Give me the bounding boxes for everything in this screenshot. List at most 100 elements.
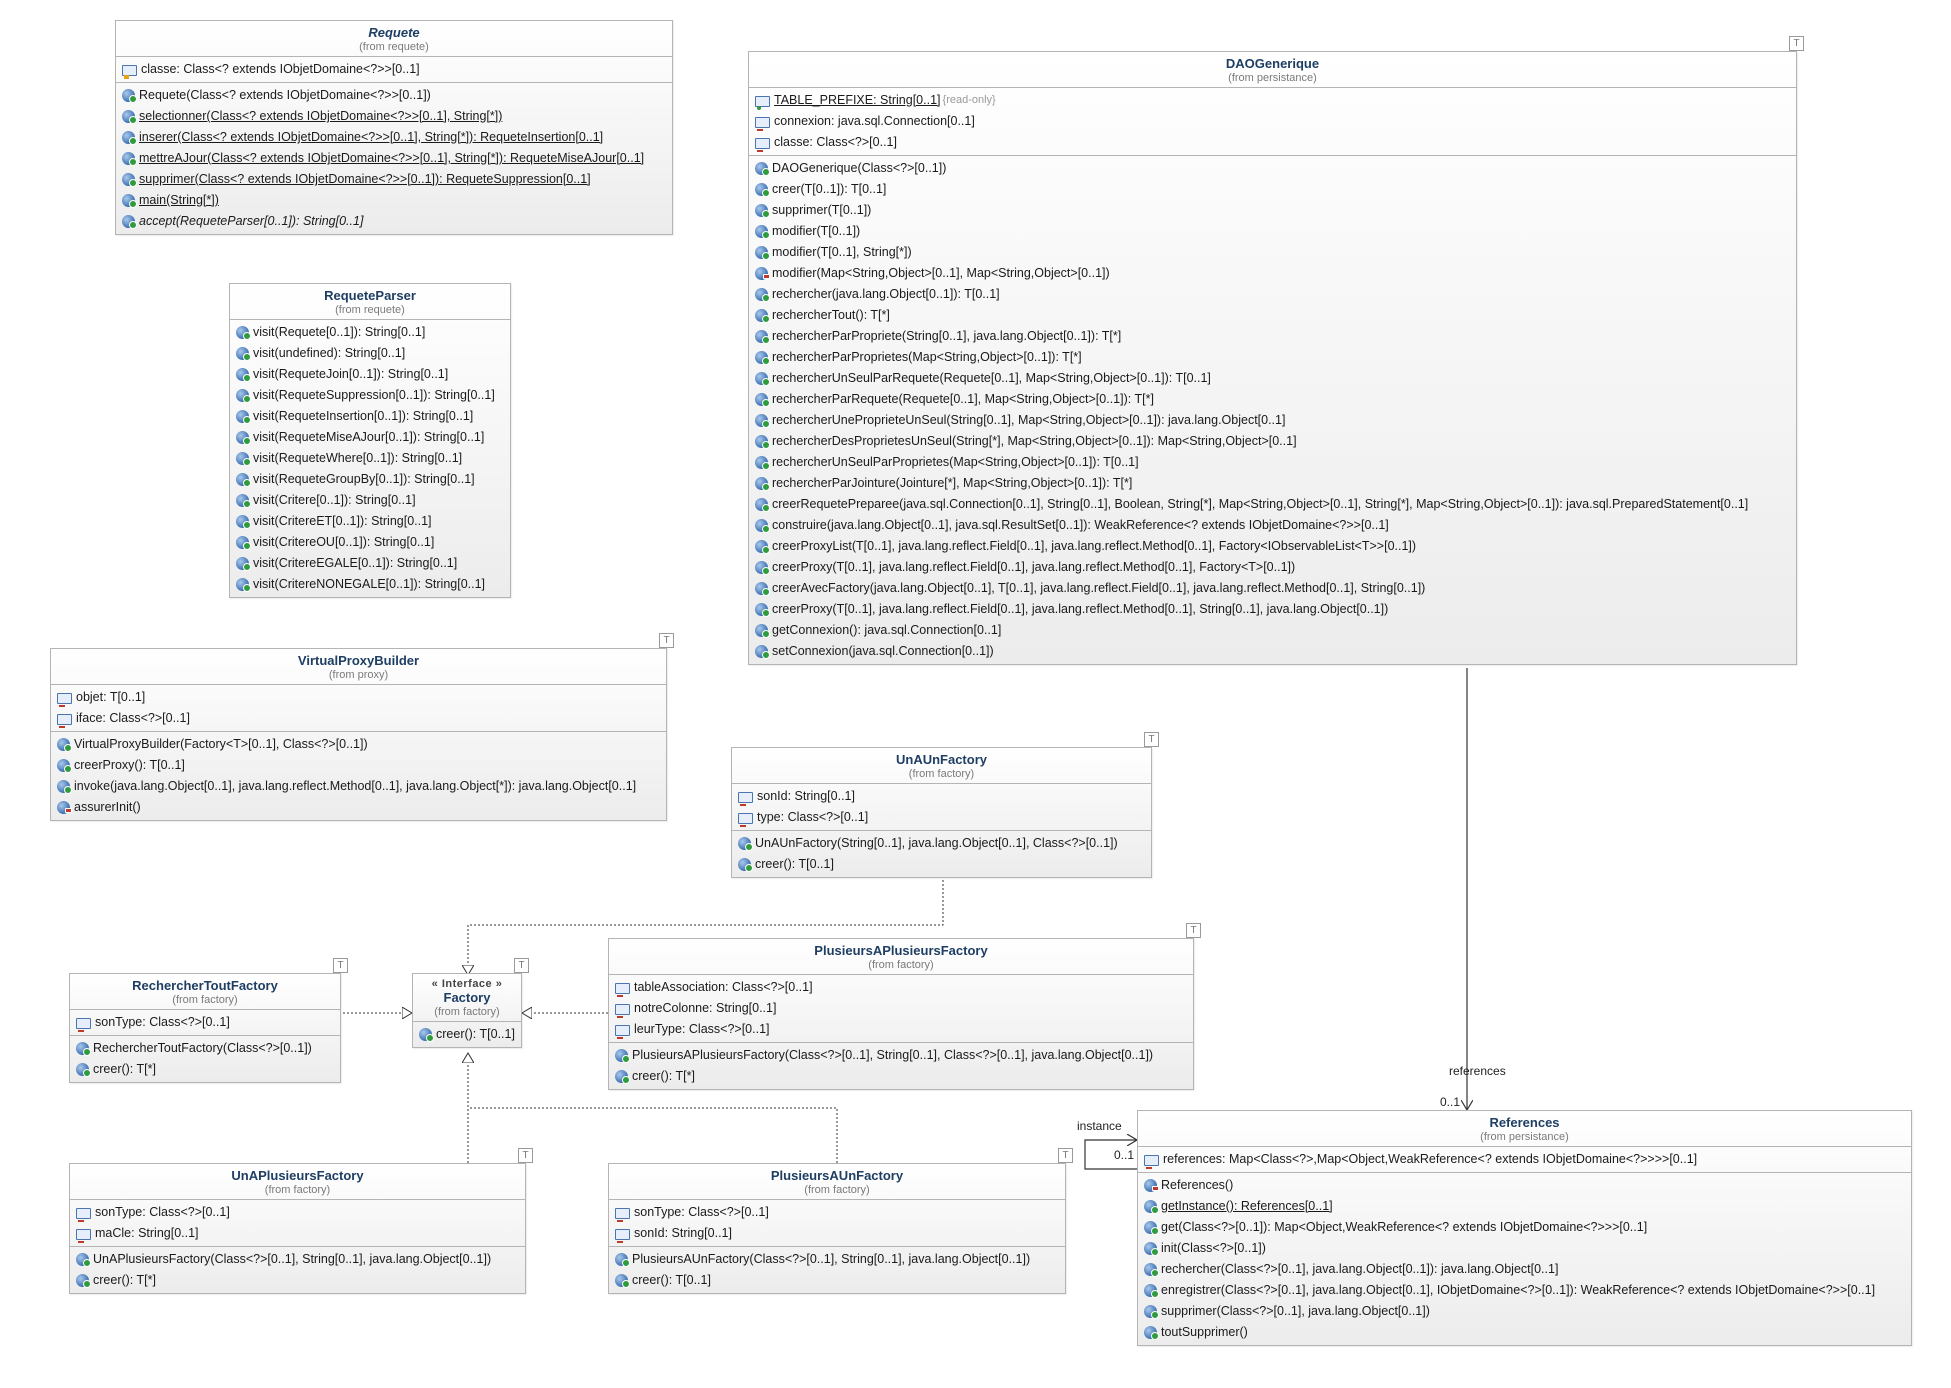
operation-row[interactable]: enregistrer(Class<?>[0..1], java.lang.Ob… (1138, 1280, 1911, 1301)
operation-row[interactable]: supprimer(T[0..1]) (749, 200, 1796, 221)
operation-row[interactable]: creer(): T[0..1] (609, 1270, 1065, 1291)
operation-row[interactable]: getInstance(): References[0..1] (1138, 1196, 1911, 1217)
class-box-factory-interface[interactable]: « Interface »Factory(from factory)creer(… (412, 973, 522, 1048)
operation-row[interactable]: supprimer(Class<?>[0..1], java.lang.Obje… (1138, 1301, 1911, 1322)
operation-row[interactable]: rechercher(java.lang.Object[0..1]): T[0.… (749, 284, 1796, 305)
operation-row[interactable]: UnAUnFactory(String[0..1], java.lang.Obj… (732, 833, 1151, 854)
operation-row[interactable]: Requete(Class<? extends IObjetDomaine<?>… (116, 85, 672, 106)
operation-row[interactable]: creerProxy(T[0..1], java.lang.reflect.Fi… (749, 599, 1796, 620)
operation-row[interactable]: visit(RequeteInsertion[0..1]): String[0.… (230, 406, 510, 427)
operation-row[interactable]: rechercherUnSeulParProprietes(Map<String… (749, 452, 1796, 473)
operation-row[interactable]: toutSupprimer() (1138, 1322, 1911, 1343)
operation-row[interactable]: visit(undefined): String[0..1] (230, 343, 510, 364)
attribute-row[interactable]: sonId: String[0..1] (732, 786, 1151, 807)
class-box-rechercherToutfactory[interactable]: RechercherToutFactory(from factory)sonTy… (69, 973, 341, 1083)
operation-row[interactable]: get(Class<?>[0..1]): Map<Object,WeakRefe… (1138, 1217, 1911, 1238)
attribute-text: type: Class<?>[0..1] (757, 810, 869, 824)
operation-row[interactable]: visit(RequeteSuppression[0..1]): String[… (230, 385, 510, 406)
operation-row[interactable]: invoke(java.lang.Object[0..1], java.lang… (51, 776, 666, 797)
attribute-row[interactable]: sonType: Class<?>[0..1] (70, 1202, 525, 1223)
operation-row[interactable]: init(Class<?>[0..1]) (1138, 1238, 1911, 1259)
class-box-unaplusieursfactory[interactable]: UnAPlusieursFactory(from factory)sonType… (69, 1163, 526, 1294)
operation-row[interactable]: creer(): T[0..1] (732, 854, 1151, 875)
operation-row[interactable]: PlusieursAPlusieursFactory(Class<?>[0..1… (609, 1045, 1193, 1066)
operation-row[interactable]: supprimer(Class<? extends IObjetDomaine<… (116, 169, 672, 190)
operation-row[interactable]: visit(CritereEGALE[0..1]): String[0..1] (230, 553, 510, 574)
operation-row[interactable]: assurerInit() (51, 797, 666, 818)
operation-row[interactable]: visit(CritereNONEGALE[0..1]): String[0..… (230, 574, 510, 595)
attribute-row[interactable]: TABLE_PREFIXE: String[0..1]{read-only} (749, 90, 1796, 111)
operation-row[interactable]: rechercherParJointure(Jointure[*], Map<S… (749, 473, 1796, 494)
attribute-row[interactable]: connexion: java.sql.Connection[0..1] (749, 111, 1796, 132)
class-box-daogenerique[interactable]: DAOGenerique(from persistance)TABLE_PREF… (748, 51, 1797, 665)
operation-row[interactable]: visit(CritereOU[0..1]): String[0..1] (230, 532, 510, 553)
operation-row[interactable]: rechercherTout(): T[*] (749, 305, 1796, 326)
class-box-virtualproxybuilder[interactable]: VirtualProxyBuilder(from proxy)objet: T[… (50, 648, 667, 821)
operation-row[interactable]: rechercherParProprietes(Map<String,Objec… (749, 347, 1796, 368)
class-box-references[interactable]: References(from persistance)references: … (1137, 1110, 1912, 1346)
operation-row[interactable]: creer(T[0..1]): T[0..1] (749, 179, 1796, 200)
operation-row[interactable]: main(String[*]) (116, 190, 672, 211)
operation-row[interactable]: References() (1138, 1175, 1911, 1196)
operation-row[interactable]: creerAvecFactory(java.lang.Object[0..1],… (749, 578, 1796, 599)
attribute-row[interactable]: leurType: Class<?>[0..1] (609, 1019, 1193, 1040)
attribute-row[interactable]: classe: Class<? extends IObjetDomaine<?>… (116, 59, 672, 80)
operation-row[interactable]: VirtualProxyBuilder(Factory<T>[0..1], Cl… (51, 734, 666, 755)
class-box-unaunfactory[interactable]: UnAUnFactory(from factory)sonId: String[… (731, 747, 1152, 878)
operation-row[interactable]: DAOGenerique(Class<?>[0..1]) (749, 158, 1796, 179)
operation-row[interactable]: creer(): T[0..1] (413, 1024, 521, 1045)
operation-row[interactable]: rechercherUneProprieteUnSeul(String[0..1… (749, 410, 1796, 431)
operation-row[interactable]: selectionner(Class<? extends IObjetDomai… (116, 106, 672, 127)
public-operation-icon (1144, 1200, 1159, 1214)
class-box-plusieursaplusieursfactory[interactable]: PlusieursAPlusieursFactory(from factory)… (608, 938, 1194, 1090)
operation-row[interactable]: getConnexion(): java.sql.Connection[0..1… (749, 620, 1796, 641)
attribute-row[interactable]: tableAssociation: Class<?>[0..1] (609, 977, 1193, 998)
operation-row[interactable]: visit(RequeteJoin[0..1]): String[0..1] (230, 364, 510, 385)
operation-row[interactable]: RechercherToutFactory(Class<?>[0..1]) (70, 1038, 340, 1059)
operation-row[interactable]: modifier(T[0..1], String[*]) (749, 242, 1796, 263)
attribute-row[interactable]: sonType: Class<?>[0..1] (609, 1202, 1065, 1223)
operation-row[interactable]: visit(CritereET[0..1]): String[0..1] (230, 511, 510, 532)
operation-row[interactable]: creerRequetePreparee(java.sql.Connection… (749, 494, 1796, 515)
attribute-row[interactable]: sonId: String[0..1] (609, 1223, 1065, 1244)
operation-text: supprimer(Class<? extends IObjetDomaine<… (139, 172, 591, 186)
class-box-requeteparser[interactable]: RequeteParser(from requete)visit(Requete… (229, 283, 511, 598)
public-operation-icon (755, 351, 770, 365)
operation-row[interactable]: creerProxy(T[0..1], java.lang.reflect.Fi… (749, 557, 1796, 578)
operation-row[interactable]: visit(RequeteGroupBy[0..1]): String[0..1… (230, 469, 510, 490)
operation-row[interactable]: rechercher(Class<?>[0..1], java.lang.Obj… (1138, 1259, 1911, 1280)
attribute-row[interactable]: iface: Class<?>[0..1] (51, 708, 666, 729)
attribute-row[interactable]: references: Map<Class<?>,Map<Object,Weak… (1138, 1149, 1911, 1170)
operation-row[interactable]: visit(RequeteWhere[0..1]): String[0..1] (230, 448, 510, 469)
attribute-row[interactable]: type: Class<?>[0..1] (732, 807, 1151, 828)
operation-row[interactable]: creer(): T[*] (609, 1066, 1193, 1087)
attribute-row[interactable]: objet: T[0..1] (51, 687, 666, 708)
operation-row[interactable]: creer(): T[*] (70, 1059, 340, 1080)
operation-row[interactable]: visit(Requete[0..1]): String[0..1] (230, 322, 510, 343)
operation-row[interactable]: modifier(T[0..1]) (749, 221, 1796, 242)
operation-row[interactable]: creerProxy(): T[0..1] (51, 755, 666, 776)
operation-row[interactable]: construire(java.lang.Object[0..1], java.… (749, 515, 1796, 536)
operation-row[interactable]: rechercherParRequete(Requete[0..1], Map<… (749, 389, 1796, 410)
operation-row[interactable]: modifier(Map<String,Object>[0..1], Map<S… (749, 263, 1796, 284)
attribute-row[interactable]: sonType: Class<?>[0..1] (70, 1012, 340, 1033)
operation-row[interactable]: visit(RequeteMiseAJour[0..1]): String[0.… (230, 427, 510, 448)
operation-row[interactable]: accept(RequeteParser[0..1]): String[0..1… (116, 211, 672, 232)
class-box-requete[interactable]: Requete(from requete)classe: Class<? ext… (115, 20, 673, 235)
attribute-row[interactable]: maCle: String[0..1] (70, 1223, 525, 1244)
operation-row[interactable]: setConnexion(java.sql.Connection[0..1]) (749, 641, 1796, 662)
attribute-row[interactable]: notreColonne: String[0..1] (609, 998, 1193, 1019)
operation-row[interactable]: UnAPlusieursFactory(Class<?>[0..1], Stri… (70, 1249, 525, 1270)
attribute-row[interactable]: classe: Class<?>[0..1] (749, 132, 1796, 153)
operation-row[interactable]: rechercherUnSeulParRequete(Requete[0..1]… (749, 368, 1796, 389)
operation-row[interactable]: creerProxyList(T[0..1], java.lang.reflec… (749, 536, 1796, 557)
operation-row[interactable]: rechercherParPropriete(String[0..1], jav… (749, 326, 1796, 347)
operation-row[interactable]: rechercherDesProprietesUnSeul(String[*],… (749, 431, 1796, 452)
class-box-plusieursaunfactory[interactable]: PlusieursAUnFactory(from factory)sonType… (608, 1163, 1066, 1294)
public-operation-icon (236, 389, 251, 403)
operation-row[interactable]: PlusieursAUnFactory(Class<?>[0..1], Stri… (609, 1249, 1065, 1270)
operation-row[interactable]: mettreAJour(Class<? extends IObjetDomain… (116, 148, 672, 169)
operation-row[interactable]: creer(): T[*] (70, 1270, 525, 1291)
operation-row[interactable]: visit(Critere[0..1]): String[0..1] (230, 490, 510, 511)
operation-row[interactable]: inserer(Class<? extends IObjetDomaine<?>… (116, 127, 672, 148)
